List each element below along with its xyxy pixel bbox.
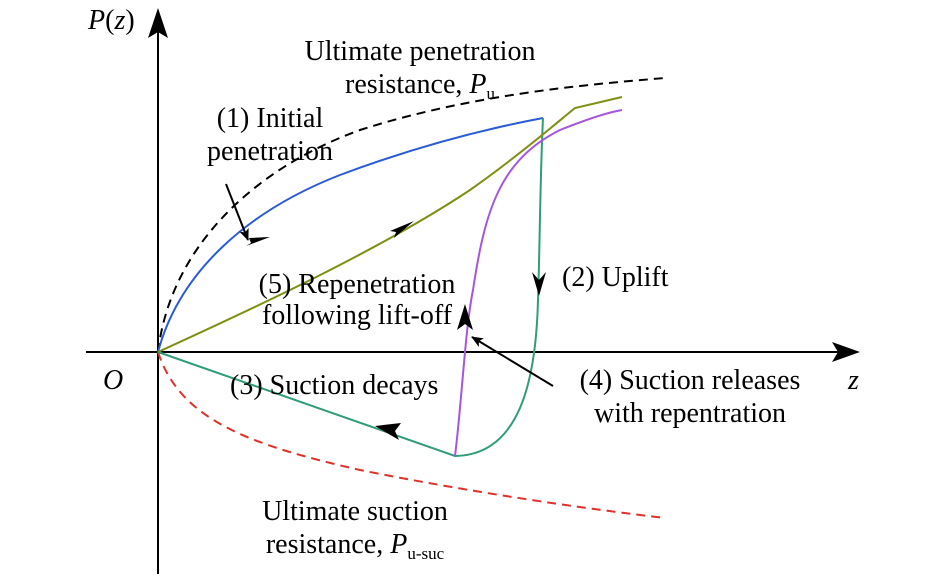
- repenetration-label: (5) Repenetration following lift-off: [222, 269, 492, 331]
- y-axis-arrowhead: [148, 8, 168, 38]
- repenetration-arrow: [390, 221, 414, 238]
- initial-penetration-line1: (1) Initial: [216, 103, 324, 134]
- initial-penetration-label: (1) Initial penetration: [185, 102, 355, 168]
- ultimate-penetration-curve: [157, 77, 666, 353]
- ultimate-suction-curve: [157, 351, 666, 519]
- axes: [86, 8, 860, 574]
- ultimate-suction-label: Ultimate suction resistance, Pu-suc: [205, 495, 505, 563]
- x-axis-label: z: [848, 364, 859, 397]
- suction-release-curve: [454, 109, 623, 457]
- y-axis-symbol: P: [88, 5, 106, 36]
- repenetration-line1: (5) Repenetration: [258, 269, 456, 300]
- initial-penetration-line2: penetration: [207, 136, 333, 167]
- ultimate-penetration-line2: resistance, Pu: [345, 69, 495, 103]
- initial-penetration-pointer: [225, 183, 249, 241]
- initial-penetration-curve: [157, 117, 544, 353]
- suction-releases-line1: (4) Suction releases: [579, 365, 801, 396]
- suction-release-arrow: [457, 304, 473, 330]
- ultimate-penetration-line1: Ultimate penetration: [304, 36, 536, 67]
- uplift-curve: [157, 117, 544, 458]
- ultimate-penetration-label: Ultimate penetration resistance, Pu: [270, 35, 570, 103]
- x-axis-symbol: z: [848, 365, 859, 396]
- origin-symbol: O: [103, 365, 124, 396]
- y-axis-argument: z: [114, 5, 126, 36]
- suction-releases-pointer: [471, 336, 554, 387]
- suction-releases-label: (4) Suction releases with repentration: [540, 364, 840, 430]
- suction-decays-label: (3) Suction decays: [230, 370, 439, 401]
- repenetration-line2: following lift-off: [261, 300, 452, 331]
- ultimate-suction-line1: Ultimate suction: [262, 496, 448, 527]
- repenetration-curve: [157, 96, 623, 353]
- origin-label: O: [103, 364, 123, 397]
- uplift-arrow: [532, 272, 546, 296]
- suction-releases-line2: with repentration: [593, 398, 787, 429]
- suction-decays-arrow: [375, 423, 401, 440]
- initial-penetration-arrow: [246, 237, 270, 246]
- y-axis-label: P(z): [88, 5, 135, 36]
- x-axis-arrowhead: [832, 342, 860, 362]
- uplift-label: (2) Uplift: [562, 262, 669, 293]
- ultimate-suction-line2: resistance, Pu-suc: [265, 529, 445, 563]
